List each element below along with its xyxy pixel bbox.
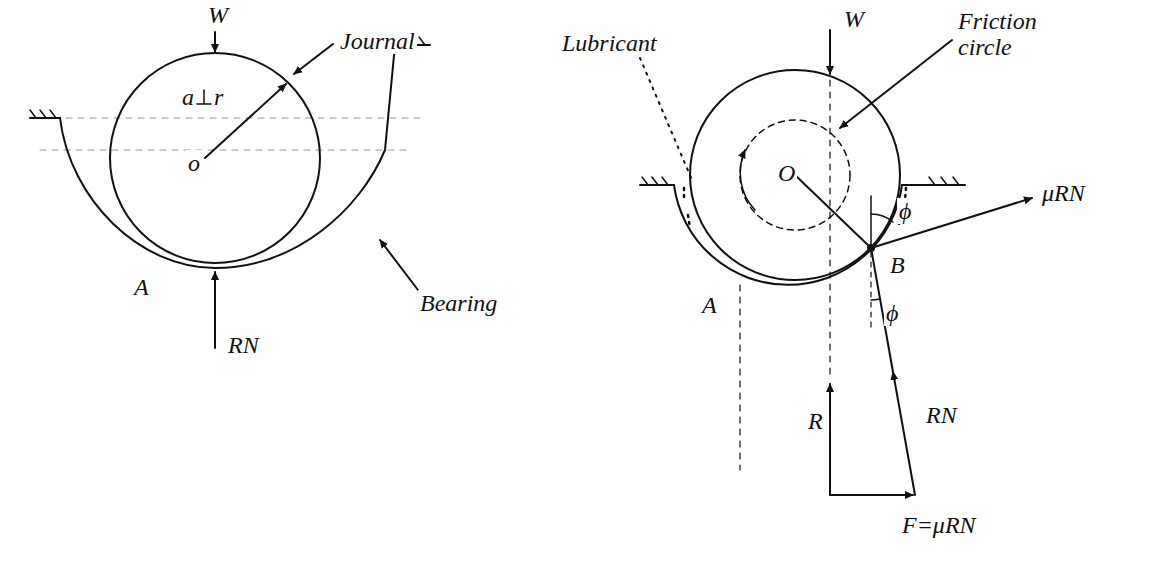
- force-label: μRN: [1040, 180, 1087, 206]
- force-label: F=μRN: [900, 512, 978, 538]
- force-label: RN: [226, 332, 261, 358]
- point-label: O: [776, 160, 797, 186]
- force-label: W: [842, 6, 866, 32]
- point-label: A: [132, 274, 151, 300]
- part-label: Bearing: [418, 290, 499, 316]
- angle-label: ϕ: [897, 198, 913, 224]
- force-label: R: [806, 408, 825, 434]
- part-label: Lubricant: [560, 30, 659, 56]
- point-label: A: [700, 292, 719, 318]
- dimension-label: a: [180, 84, 196, 110]
- part-label: Journal: [338, 28, 417, 54]
- angle-label: ϕ: [884, 300, 900, 326]
- part-label: Friction circle: [956, 8, 1050, 61]
- force-label: RN: [924, 402, 959, 428]
- point-label: B: [888, 252, 907, 278]
- dimension-label: r: [212, 84, 225, 110]
- point-label: o: [186, 150, 202, 176]
- force-label: W: [206, 2, 230, 28]
